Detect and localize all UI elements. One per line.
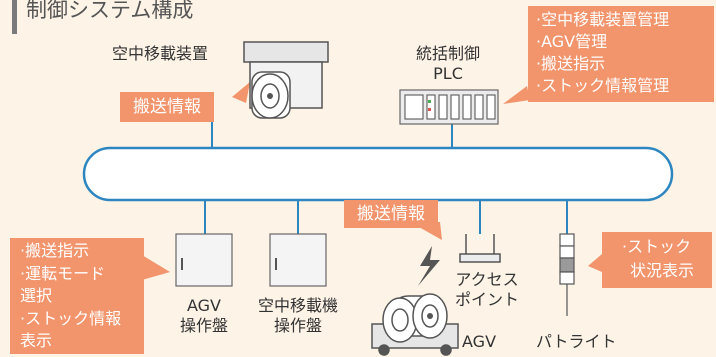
agv-label: AGV: [462, 332, 497, 351]
patrol-light-function-callout: ·ストック 状況表示: [602, 232, 712, 288]
overhead-conveyor-label: 空中移載装置: [112, 44, 209, 63]
conveyor-info-callout: 搬送情報: [120, 92, 214, 122]
agv-panel-function-item: ·ストック情報: [20, 308, 122, 328]
plc-function-item: ·搬送指示: [536, 54, 606, 73]
plc-icon: [399, 89, 499, 125]
control-panel-icon: [269, 233, 327, 287]
plc-label-line1: 統括制御: [415, 44, 480, 63]
network-drops: [204, 122, 568, 234]
agv-panel-function-item: 選択: [20, 286, 53, 305]
wireless-signal-icon: [418, 246, 440, 286]
patrol-light-function-item: 状況表示: [630, 261, 695, 280]
patrol-light-function-item: ·ストック: [622, 237, 692, 256]
agv-panel-functions-callout: ·搬送指示 ·運転モード 選択 ·ストック情報 表示: [10, 238, 144, 354]
plc-label-line2: PLC: [433, 64, 463, 83]
access-point-label-line2: ポイント: [454, 290, 519, 309]
plc-function-item: ·AGV管理: [536, 32, 608, 51]
network-info-callout: 搬送情報: [344, 200, 438, 228]
agv-panel-function-item: 表示: [20, 331, 53, 350]
access-point-icon: [459, 234, 501, 263]
agv-panel-function-item: ·運転モード: [20, 263, 106, 283]
network-bus: [82, 146, 674, 202]
title-accent-bar: [12, 0, 17, 34]
agv-panel-function-item: ·搬送指示: [20, 241, 90, 260]
page-title: 制御システム構成: [26, 0, 194, 22]
agv-panel-label-line1: AGV: [186, 296, 221, 315]
plc-function-item: ·ストック情報管理: [536, 76, 670, 95]
conveyor-panel-label-line1: 空中移載機: [257, 296, 338, 315]
control-panel-icon: [175, 233, 233, 287]
plc-callout-tail: [503, 86, 530, 104]
plc-functions-callout: ·空中移載装置管理 ·AGV管理 ·搬送指示 ·ストック情報管理: [528, 6, 714, 102]
patrol-callout-tail: [588, 254, 602, 272]
patrol-light-icon: [559, 233, 575, 316]
agv-icon: [371, 293, 459, 356]
plc-function-item: ·空中移載装置管理: [536, 10, 670, 29]
agv-panel-label-line2: 操作盤: [179, 316, 228, 335]
patrol-light-label: パトライト: [536, 332, 617, 351]
access-point-label-line1: アクセス: [455, 270, 519, 289]
conveyor-info-tail: [232, 82, 250, 103]
conveyor-panel-label-line2: 操作盤: [273, 316, 322, 335]
agv-panel-callout-tail: [142, 255, 170, 280]
overhead-conveyor-icon: [243, 41, 329, 119]
